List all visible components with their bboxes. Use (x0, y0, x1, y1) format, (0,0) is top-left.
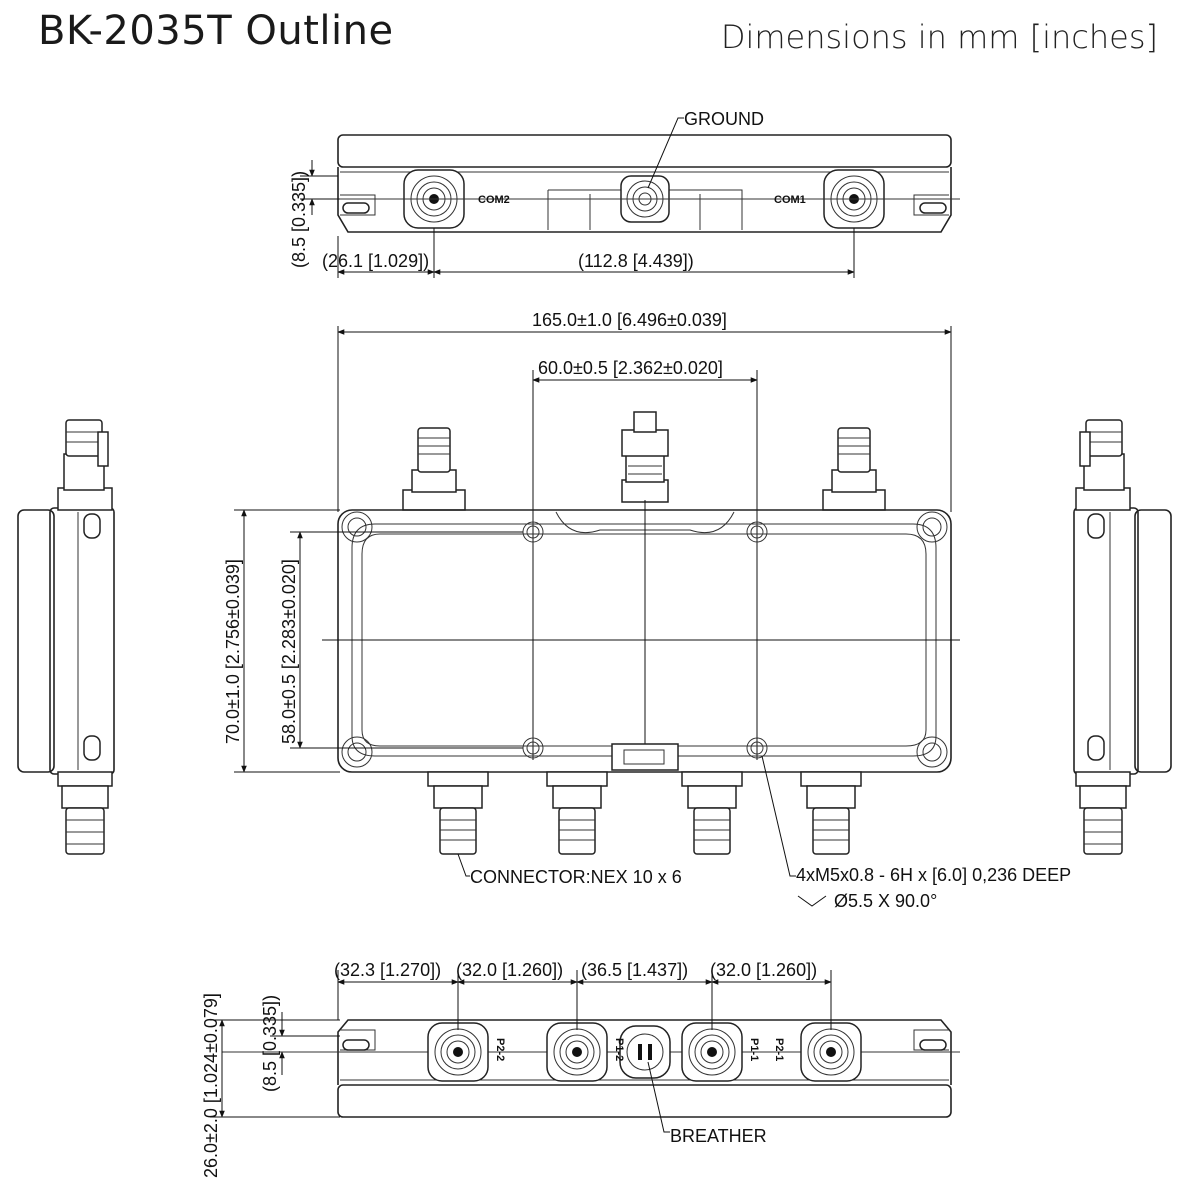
com2-label: COM2 (478, 194, 510, 206)
front-dim-height: 70.0±1.0 [2.756±0.039] (223, 559, 243, 744)
port-label-p1-1: P1-1 (748, 1038, 760, 1061)
front-dim-hole-y: 58.0±0.5 [2.283±0.020] (279, 559, 299, 744)
port-label-p2-2: P2-2 (494, 1038, 506, 1061)
front-view: 165.0±1.0 [6.496±0.039] 60.0±0.5 [2.362±… (223, 310, 1071, 911)
top-view: COM2 COM1 GROUND (8.5 [0.335]) (26.1 [1.… (289, 109, 960, 278)
p1-2-connector-front (546, 771, 608, 855)
mount-tab-right (913, 194, 949, 216)
front-dim-hole-x: 60.0±0.5 [2.362±0.020] (538, 358, 723, 378)
breather-tab (611, 743, 679, 771)
ground-stud-front (621, 411, 669, 503)
top-dim-height: (8.5 [0.335]) (289, 171, 309, 268)
countersink-icon (797, 895, 827, 907)
bottom-dim-2: (32.0 [1.260]) (456, 960, 563, 980)
front-dim-width: 165.0±1.0 [6.496±0.039] (532, 310, 727, 330)
corner-hole-tl (341, 511, 373, 543)
mount-tab-left (340, 194, 376, 216)
port-label-p1-2: P1-2 (613, 1038, 625, 1061)
p2-1-port (800, 1022, 862, 1082)
bottom-dim-1: (32.3 [1.270]) (334, 960, 441, 980)
breather-label: BREATHER (670, 1126, 767, 1146)
p1-2-port (546, 1022, 608, 1082)
right-side-view (1073, 419, 1172, 855)
corner-hole-br (916, 736, 948, 768)
p2-1-connector-front (800, 771, 862, 855)
bottom-dim-offset: (8.5 [0.335]) (260, 995, 280, 1092)
port-label-p2-1: P2-1 (773, 1038, 785, 1061)
m5-hole-2 (746, 521, 768, 543)
p1-1-connector-front (681, 771, 743, 855)
m5-hole-4 (746, 737, 768, 759)
ground-label: GROUND (684, 109, 764, 129)
com1-label: COM1 (774, 194, 806, 206)
breather-port (619, 1025, 671, 1079)
hole-note-1: 4xM5x0.8 - 6H x [6.0] 0,236 DEEP (796, 865, 1071, 885)
connector-note: CONNECTOR:NEX 10 x 6 (470, 867, 682, 887)
corner-hole-bl (341, 736, 373, 768)
corner-hole-tr (916, 511, 948, 543)
bottom-dim-3: (36.5 [1.437]) (581, 960, 688, 980)
left-side-view (17, 419, 115, 855)
bottom-dim-height: 26.0±2.0 [1.024±0.079] (201, 993, 221, 1178)
page-title: BK-2035T Outline (38, 8, 394, 54)
units-note: Dimensions in mm [inches] (720, 18, 1158, 56)
p2-2-connector-front (427, 771, 489, 855)
top-dim-span: (112.8 [4.439]) (578, 251, 694, 271)
top-dim-left: (26.1 [1.029]) (322, 251, 429, 271)
hole-note-2: Ø5.5 X 90.0° (834, 891, 937, 911)
com1-connector-front (822, 427, 886, 511)
p1-1-port (681, 1022, 743, 1082)
p2-2-port (427, 1022, 489, 1082)
bottom-dim-4: (32.0 [1.260]) (710, 960, 817, 980)
com2-connector-front (402, 427, 466, 511)
bottom-view: P2-2 P1-2 P1-1 P2-1 (32.3 [1.270]) (32.0… (201, 960, 960, 1178)
